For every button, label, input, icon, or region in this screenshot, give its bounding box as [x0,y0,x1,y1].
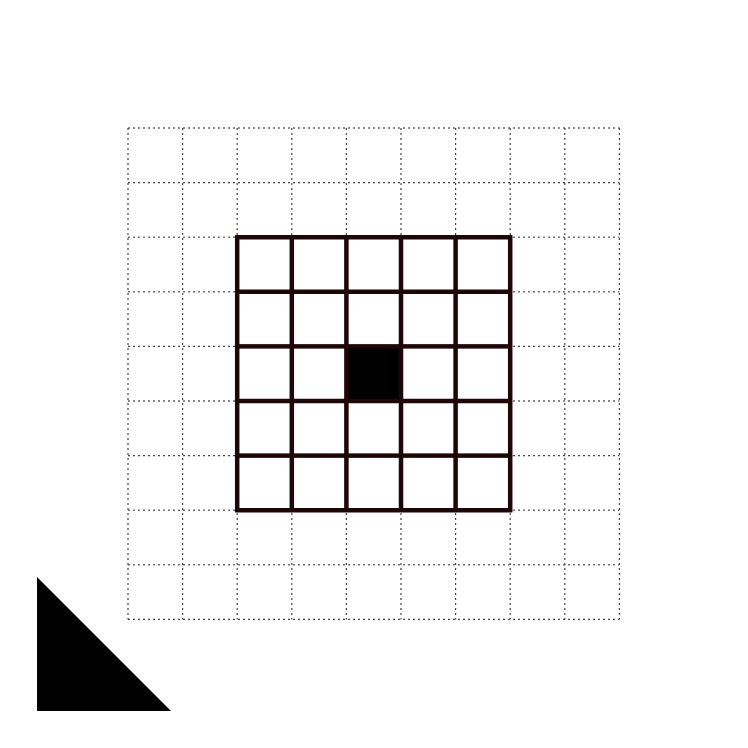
filled-cell [346,346,401,401]
inner-bold-grid [234,234,513,513]
corner-triangle [37,577,171,711]
